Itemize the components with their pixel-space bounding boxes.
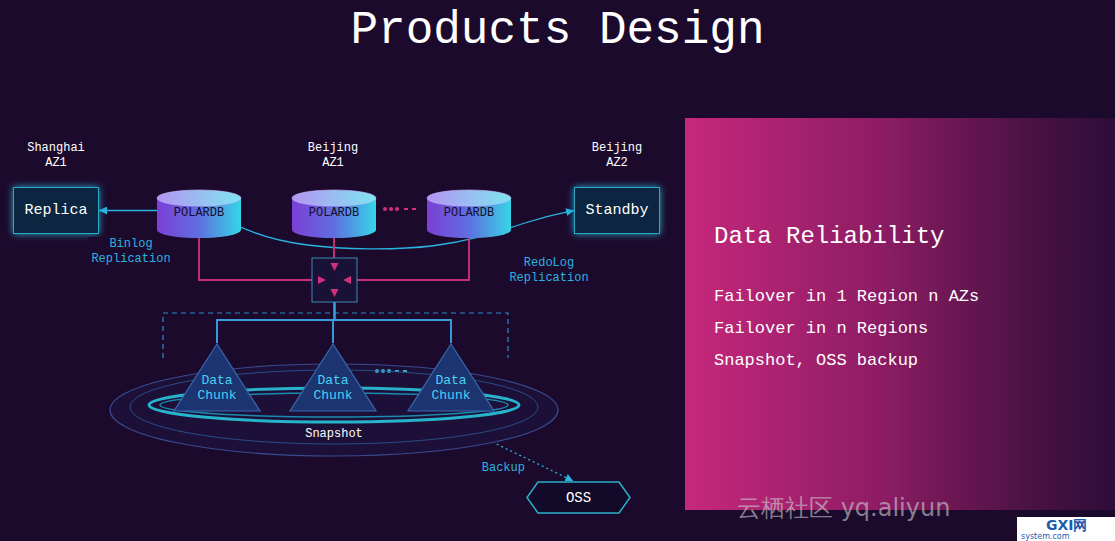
snapshot-ring: Snapshot Data Chunk Data Chunk Data Chunk	[108, 362, 560, 458]
switch-box	[312, 258, 357, 302]
chunk-label: Data Chunk	[189, 373, 245, 411]
bus-lower	[217, 302, 335, 343]
bus-upper	[333, 238, 334, 258]
chunk-label: Data Chunk	[305, 373, 361, 411]
bus-upper	[357, 238, 469, 280]
az-heading: Beijing AZ2	[581, 141, 653, 171]
bus-upper	[199, 238, 312, 280]
hexagon	[527, 482, 630, 513]
connector	[99, 210, 159, 211]
db-label: POLARDB	[444, 206, 494, 238]
connector	[199, 238, 451, 343]
bus-upper	[357, 238, 469, 280]
chunk-label: Data Chunk	[423, 373, 479, 411]
db-label: POLARDB	[309, 206, 359, 238]
bus-upper	[199, 238, 312, 280]
data-chunk-triangle: Data Chunk	[407, 343, 495, 411]
edge-label: Binlog Replication	[88, 237, 174, 267]
cylinder-top	[292, 190, 376, 206]
panel-item: Snapshot, OSS backup	[714, 345, 1095, 377]
oss-label: OSS	[566, 490, 591, 506]
switch-arrows	[318, 263, 351, 297]
logo-plate	[1017, 517, 1115, 541]
panel-item: Failover in n Regions	[714, 313, 1095, 345]
database-cylinder: POLARDB	[292, 190, 376, 238]
box-label: Replica	[24, 202, 87, 219]
ellipsis-dots	[383, 207, 416, 211]
triangle	[408, 344, 494, 411]
db-label: POLARDB	[174, 206, 224, 238]
logo-text: GXI网	[1046, 518, 1088, 532]
bus-lower	[335, 302, 452, 343]
connector	[238, 211, 574, 249]
snapshot-label: Snapshot	[305, 427, 363, 441]
bus-lower	[217, 302, 335, 343]
bus-lower	[335, 302, 452, 343]
bus-lower	[335, 302, 452, 343]
watermark: 云栖社区 yq.aliyun	[737, 493, 950, 523]
triangle	[174, 344, 260, 411]
info-panel: Data ReliabilityFailover in 1 Region n A…	[685, 118, 1115, 510]
storage-hexagon: OSS	[526, 481, 631, 514]
box-label: Standby	[585, 202, 648, 219]
logo-text: system.com	[1021, 532, 1070, 541]
zone-label: Beijing AZ1	[297, 141, 369, 171]
page-title: Products Design	[0, 2, 1115, 60]
station-box: Beijing AZ2Standby	[574, 187, 660, 234]
connector-curve	[238, 211, 574, 249]
connector-line	[99, 210, 159, 211]
az-heading: Shanghai AZ1	[20, 141, 92, 171]
cylinder-top	[427, 190, 511, 206]
bus-upper	[199, 238, 312, 280]
data-chunk-triangle: Data Chunk	[289, 343, 377, 411]
cylinder-top	[157, 190, 241, 206]
data-chunk-triangle: Data Chunk	[173, 343, 261, 411]
edge-label: Backup	[482, 461, 525, 476]
station-box: Shanghai AZ1Replica	[13, 187, 99, 234]
connector	[217, 238, 469, 343]
bus-upper	[357, 238, 469, 280]
panel-heading: Data Reliability	[714, 222, 1095, 252]
database-cylinder: POLARDB	[157, 190, 241, 238]
triangle	[290, 344, 376, 411]
bus-upper	[333, 238, 334, 258]
database-cylinder: POLARDB	[427, 190, 511, 238]
bus-lower	[217, 302, 335, 343]
panel-item: Failover in 1 Region n AZs	[714, 281, 1095, 313]
edge-label: RedoLog Replication	[506, 256, 592, 286]
bus-upper	[333, 238, 334, 258]
